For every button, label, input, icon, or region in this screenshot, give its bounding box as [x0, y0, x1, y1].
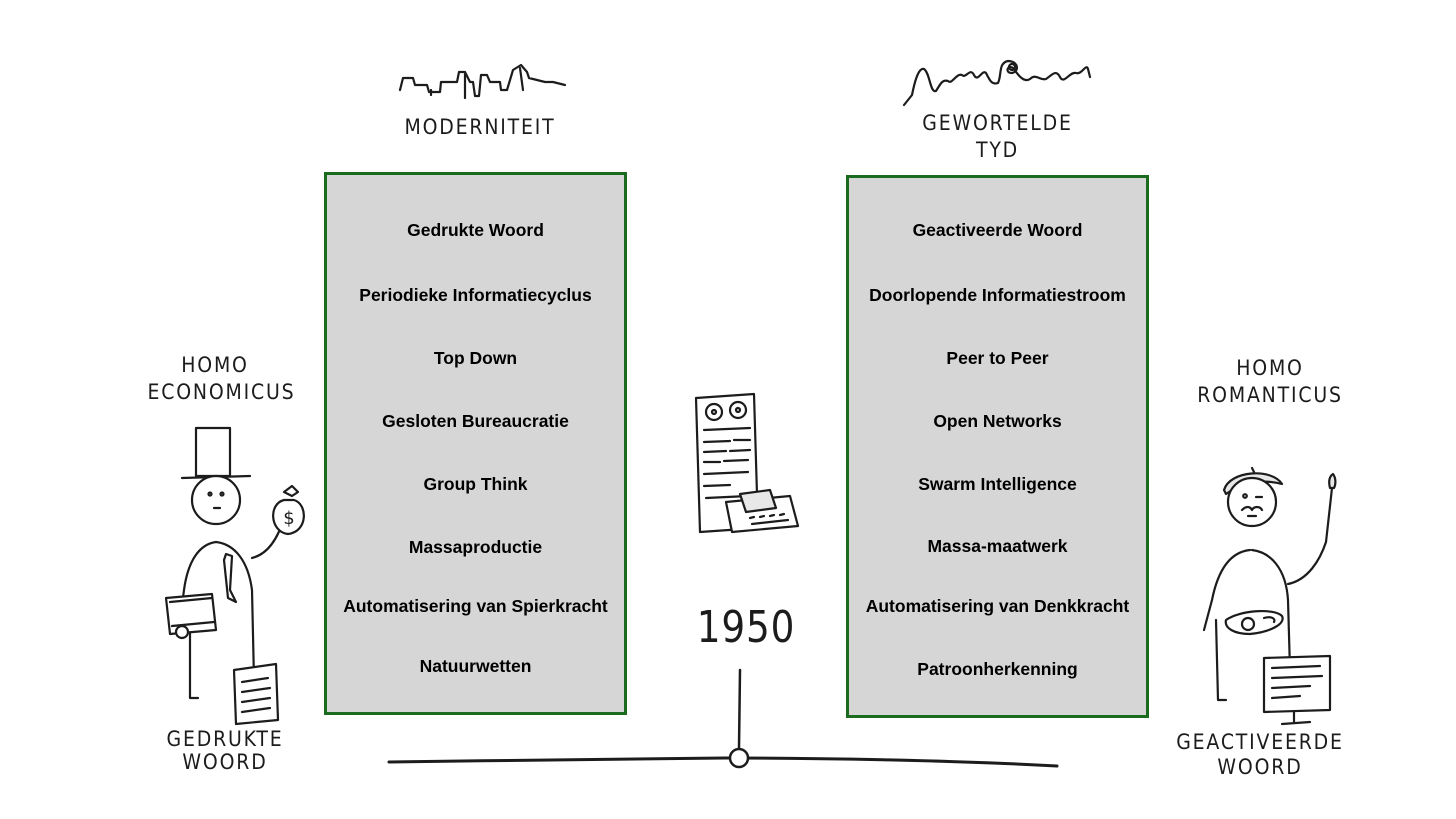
right-era-item: Massa-maatwerk — [849, 536, 1146, 557]
right-era-item: Geactiveerde Woord — [849, 220, 1146, 241]
right-era-box: Geactiveerde Woord Doorlopende Informati… — [846, 175, 1149, 718]
homo-economicus-icon: $ — [160, 420, 320, 730]
left-era-box: Gedrukte Woord Periodieke Informatiecycl… — [324, 172, 627, 715]
left-era-heading: MODERNITEIT — [404, 114, 557, 141]
right-era-heading: GEWORTELDE TYD — [905, 110, 1090, 164]
right-era-item: Swarm Intelligence — [849, 474, 1146, 495]
right-era-item: Doorlopende Informatiestroom — [849, 285, 1146, 306]
right-era-item: Automatisering van Denkkracht — [849, 596, 1146, 617]
left-figure-title: HOMO ECONOMICUS — [148, 352, 283, 406]
organic-skyline-icon — [900, 55, 1100, 110]
right-figure-caption: GEACTIVEERDE WOORD — [1170, 730, 1350, 780]
right-era-item: Peer to Peer — [849, 348, 1146, 369]
timeline-year: 1950 — [697, 602, 796, 653]
left-era-item: Group Think — [327, 474, 624, 495]
left-era-item: Periodieke Informatiecyclus — [327, 285, 624, 306]
left-era-item: Gedrukte Woord — [327, 220, 624, 241]
left-era-item: Gesloten Bureaucratie — [327, 411, 624, 432]
mainframe-computer-icon — [690, 390, 805, 540]
left-era-item: Automatisering van Spierkracht — [327, 596, 624, 617]
left-figure-caption: GEDRUKTE WOORD — [149, 728, 302, 774]
right-era-item: Open Networks — [849, 411, 1146, 432]
left-era-item: Massaproductie — [327, 537, 624, 558]
modern-city-skyline-icon — [395, 60, 575, 105]
timeline-axis — [385, 660, 1065, 780]
right-figure-title: HOMO ROMANTICUS — [1194, 355, 1347, 409]
svg-text:$: $ — [283, 508, 294, 529]
left-era-item: Top Down — [327, 348, 624, 369]
homo-romanticus-icon — [1190, 460, 1360, 730]
